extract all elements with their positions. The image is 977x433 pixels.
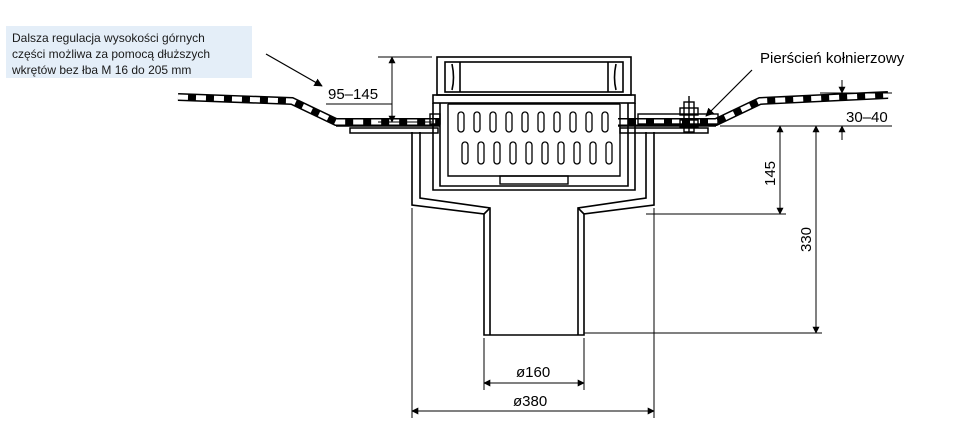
grate-slot [489,111,497,133]
clamp-bolt [429,96,719,133]
grate-slot [525,141,533,165]
grate-slot [605,141,613,165]
grate-slot [585,111,593,133]
grate-slot [473,111,481,133]
dim-flange [720,80,892,140]
grate-slot [537,111,545,133]
ring-leader [705,69,753,117]
grate-slots [457,111,613,165]
grate-slot [557,141,565,165]
grate-slot [573,141,581,165]
dim-dia380 [411,208,655,418]
note-leader [265,53,323,87]
grate-slot [493,141,501,165]
grate-slot [477,141,485,165]
grate-slot [521,111,529,133]
dim-145-label: 145 [762,160,779,186]
dim-dia380-label: ø380 [513,393,548,410]
grate-slot [553,111,561,133]
dim-dia160-label: ø160 [516,364,551,381]
grate-basket [447,103,621,185]
note-line-1: Dalsza regulacja wysokości górnych [12,31,205,45]
note-line-3: wkrętów bez łba M 16 do 205 mm [12,63,192,77]
dim-adjust-label: 95–145 [328,86,379,103]
note-line-2: części możliwa za pomocą dłuższych [12,47,211,61]
dim-flange-label: 30–40 [846,109,888,126]
grate-slot [461,141,469,165]
grate-slot [569,111,577,133]
drain-body [411,132,655,336]
grate-slot [541,141,549,165]
dim-145 [646,125,786,215]
dim-dia160 [483,338,585,390]
grate-slot [601,111,609,133]
dim-adjust [326,56,432,123]
grate-slot [505,111,513,133]
upper-section [432,56,636,191]
dim-330-label: 330 [798,226,815,252]
grate-slot [457,111,465,133]
dim-330 [584,125,822,334]
adjustment-note: Dalsza regulacja wysokości górnych częśc… [6,26,252,78]
flange-ring-label: Pierścień kołnierzowy [760,50,905,67]
grate-slot [509,141,517,165]
grate-slot [589,141,597,165]
